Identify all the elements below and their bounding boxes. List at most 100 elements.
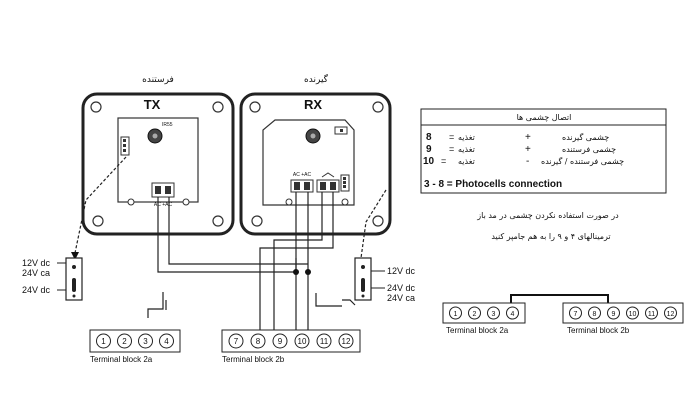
tx-caption: فرستنده bbox=[142, 75, 174, 85]
screw-hole bbox=[251, 215, 263, 227]
info-row-word: تغذیه bbox=[458, 133, 475, 142]
terminal-number: 3 bbox=[492, 311, 496, 318]
note-line-1: در صورت استفاده نکردن چشمی در مد باز bbox=[476, 211, 619, 220]
info-row-num: 10 bbox=[423, 156, 435, 167]
right-power-24vca: 24V ca bbox=[387, 293, 415, 303]
wires bbox=[74, 156, 387, 330]
rx-label: RX bbox=[304, 97, 322, 112]
terminal-screw bbox=[138, 333, 153, 349]
terminal-number: 3 bbox=[143, 337, 148, 346]
tx-label: TX bbox=[144, 97, 161, 112]
screw-hole bbox=[212, 215, 224, 227]
terminal-block-2b-left-label: Terminal block 2b bbox=[222, 355, 285, 364]
info-row-eq: = bbox=[449, 144, 454, 154]
info-row-num: 8 bbox=[426, 132, 432, 143]
terminal-number: 8 bbox=[593, 311, 597, 318]
terminal-screw bbox=[487, 306, 500, 320]
tx-terminal-label: AC +AC bbox=[154, 202, 173, 208]
rx-board bbox=[262, 119, 355, 206]
terminal-number: 2 bbox=[473, 311, 477, 318]
junction-dot bbox=[305, 269, 311, 275]
terminal-number: 7 bbox=[234, 337, 239, 346]
info-box-frame bbox=[420, 108, 667, 194]
info-row-sign: + bbox=[525, 132, 531, 143]
left-power-12vdc: 12V dc bbox=[22, 258, 51, 268]
terminal-screw bbox=[626, 306, 639, 320]
right-power-12vdc: 12V dc bbox=[387, 266, 416, 276]
screw-hole bbox=[92, 215, 104, 227]
terminal-number: 7 bbox=[574, 311, 578, 318]
terminal-number: 11 bbox=[320, 337, 329, 346]
screw-hole bbox=[90, 101, 102, 113]
info-row-sign: - bbox=[526, 156, 529, 167]
terminal-number: 8 bbox=[256, 337, 261, 346]
screw-hole bbox=[372, 101, 384, 113]
rx-unit: RX گیرنده AC +AC bbox=[239, 73, 392, 236]
tx-unit: TX فرستنده IR55 AC +AC bbox=[81, 75, 235, 236]
terminal-screw bbox=[468, 306, 481, 320]
terminal-number: 10 bbox=[298, 337, 307, 346]
terminal-number: 10 bbox=[629, 311, 637, 318]
junction-dot bbox=[293, 269, 299, 275]
terminal-screw bbox=[228, 333, 244, 349]
terminal-number: 4 bbox=[164, 337, 169, 346]
terminal-number: 11 bbox=[648, 311, 655, 318]
info-row-desc: چشمی فرستنده bbox=[562, 145, 616, 154]
terminal-block-2b-right-label: Terminal block 2b bbox=[567, 326, 630, 335]
screw-hole bbox=[212, 101, 224, 113]
rx-terminal-label: AC +AC bbox=[293, 172, 312, 178]
photocells-connection-label: 3 - 8 = Photocells connection bbox=[424, 179, 562, 190]
right-power-selector: 12V dc 24V dc 24V ca bbox=[354, 257, 416, 303]
terminal-number: 9 bbox=[278, 337, 283, 346]
mount-hole bbox=[341, 198, 349, 206]
terminal-screw bbox=[272, 333, 288, 349]
terminal-block-2a-right-label: Terminal block 2a bbox=[446, 326, 509, 335]
info-box: اتصال چشمی ها 8 = تغذیه + چشمی گیرنده 9 … bbox=[420, 108, 667, 194]
tx-lens-center bbox=[152, 133, 158, 139]
mount-hole bbox=[285, 198, 293, 206]
terminal-number: 12 bbox=[667, 311, 675, 318]
terminal-screw bbox=[449, 306, 462, 320]
terminal-screw bbox=[250, 333, 266, 349]
terminal-block-2b-right: 7 8 9 10 11 12 bbox=[562, 302, 684, 324]
info-box-title: اتصال چشمی ها bbox=[517, 113, 572, 122]
left-power-24vdc: 24V dc bbox=[22, 285, 51, 295]
tx-lens-label: IR55 bbox=[162, 122, 173, 128]
terminal-block-frame bbox=[442, 302, 526, 324]
mount-hole bbox=[127, 198, 135, 206]
screw-hole bbox=[372, 215, 384, 227]
arrow-head-icon bbox=[71, 252, 79, 260]
screw-hole bbox=[249, 101, 261, 113]
terminal-number: 12 bbox=[342, 337, 351, 346]
terminal-block-frame bbox=[89, 329, 181, 353]
rx-caption: گیرنده bbox=[304, 73, 329, 85]
terminal-screw bbox=[607, 306, 620, 320]
rx-power-lead-arrow bbox=[360, 189, 387, 259]
left-power-24vca: 24V ca bbox=[22, 268, 50, 278]
terminal-screw bbox=[294, 333, 310, 349]
mount-hole bbox=[182, 198, 190, 206]
terminal-screw bbox=[338, 333, 354, 349]
terminal-screw bbox=[588, 306, 601, 320]
terminal-block-2a-left-label: Terminal block 2a bbox=[90, 355, 153, 364]
terminal-screw bbox=[117, 333, 132, 349]
right-power-24vdc: 24V dc bbox=[387, 283, 416, 293]
info-row-eq: = bbox=[449, 132, 454, 142]
note-line-2: ترمینالهای ۴ و ۹ را به هم جامپر کنید bbox=[491, 232, 610, 241]
terminal-block-2a-left: 1 2 3 4 bbox=[89, 329, 181, 353]
relay-contact-icon bbox=[321, 172, 335, 178]
info-row-eq: = bbox=[441, 156, 446, 166]
terminal-screw bbox=[645, 306, 658, 320]
terminal-screw bbox=[96, 333, 111, 349]
terminal-block-2b-left: 7 8 9 10 11 12 bbox=[221, 329, 361, 353]
terminal-number: 1 bbox=[101, 337, 106, 346]
info-row-word: تغذیه bbox=[458, 157, 475, 166]
terminal-screw bbox=[506, 306, 519, 320]
terminal-screw bbox=[316, 333, 332, 349]
terminal-number: 9 bbox=[612, 311, 616, 318]
terminal-number: 2 bbox=[122, 337, 127, 346]
terminal-number: 1 bbox=[454, 311, 458, 318]
info-row-num: 9 bbox=[426, 144, 432, 155]
